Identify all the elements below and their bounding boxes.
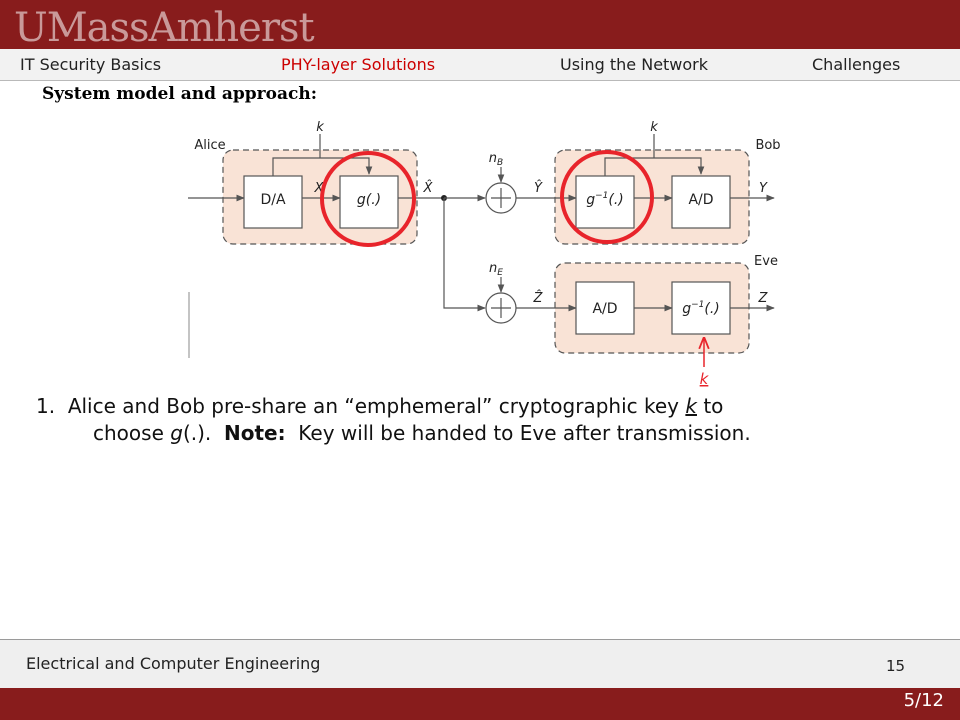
department-name: Electrical and Computer Engineering	[26, 654, 321, 673]
zhat-label: Ẑ	[533, 290, 544, 306]
bullet-line2-c: Key will be handed to Eve after transmis…	[285, 421, 751, 445]
bob-ginv-highlight-circle	[560, 150, 654, 244]
nav-challenges[interactable]: Challenges	[812, 55, 901, 74]
bullet-g: g	[170, 421, 183, 445]
system-model-diagram: D/A X g(.) k Alice X̂ nB Ŷ g−1(.) A/D Y …	[188, 120, 780, 388]
slide-heading: System model and approach:	[42, 84, 317, 104]
nav-using-the-network[interactable]: Using the Network	[560, 55, 709, 74]
footer-band	[0, 640, 960, 688]
slide-counter: 5/12	[903, 690, 944, 711]
da-block	[243, 175, 303, 229]
bullet-line2-a: choose	[93, 421, 171, 445]
eve-label: Eve	[754, 254, 778, 269]
z-label: Z	[758, 291, 769, 306]
footer-divider	[0, 639, 960, 640]
bullet-line-2: choose g(.). Note: Key will be handed to…	[36, 420, 936, 447]
nav-it-security-basics[interactable]: IT Security Basics	[20, 55, 162, 74]
bullet-point-1: 1. Alice and Bob pre-share an “emphemera…	[36, 393, 936, 447]
page-number: 15	[886, 657, 906, 675]
x-signal-label: X	[314, 181, 325, 196]
bullet-line-1: 1. Alice and Bob pre-share an “emphemera…	[36, 393, 936, 420]
bottom-bar	[0, 688, 960, 720]
header-bar: UMassAmherst	[0, 0, 960, 51]
umass-logo: UMassAmherst	[14, 5, 315, 51]
nb-label: nB	[489, 151, 503, 168]
alice-key-label: k	[316, 120, 324, 135]
bob-key-bracket	[604, 157, 705, 176]
alice-g-highlight-circle	[320, 151, 416, 247]
section-nav: IT Security Basics PHY-layer Solutions U…	[0, 49, 960, 81]
bob-ginv-block	[575, 175, 635, 229]
bullet-text-a: Alice and Bob pre-share an “emphemeral” …	[67, 394, 686, 418]
eve-channel-arrow	[443, 198, 486, 312]
g-label: g(.)	[357, 192, 381, 208]
bullet-line2-b: (.).	[182, 421, 224, 445]
bob-ginv-label: g−1(.)	[586, 191, 624, 208]
eve-ad-label: A/D	[592, 301, 617, 317]
da-label: D/A	[260, 192, 285, 208]
xhat-label: X̂	[423, 181, 434, 196]
alice-label: Alice	[194, 138, 225, 153]
bob-ad-label: A/D	[688, 192, 713, 208]
bullet-number: 1.	[36, 394, 56, 418]
bullet-note: Note:	[223, 421, 286, 445]
ne-label: nE	[489, 261, 503, 278]
bullet-text-b: to	[696, 394, 724, 418]
yhat-label: Ŷ	[534, 180, 543, 196]
bob-ad-block	[671, 175, 731, 229]
bob-label: Bob	[755, 138, 780, 153]
eve-key-label: k	[700, 370, 710, 388]
alice-key-bracket	[272, 157, 373, 176]
bullet-key-k: k	[685, 394, 697, 418]
eve-ginv-label: g−1(.)	[682, 300, 720, 317]
g-block	[339, 175, 399, 229]
nav-phy-layer-solutions[interactable]: PHY-layer Solutions	[281, 55, 436, 74]
bob-key-label: k	[650, 120, 658, 135]
y-label: Y	[759, 181, 768, 196]
